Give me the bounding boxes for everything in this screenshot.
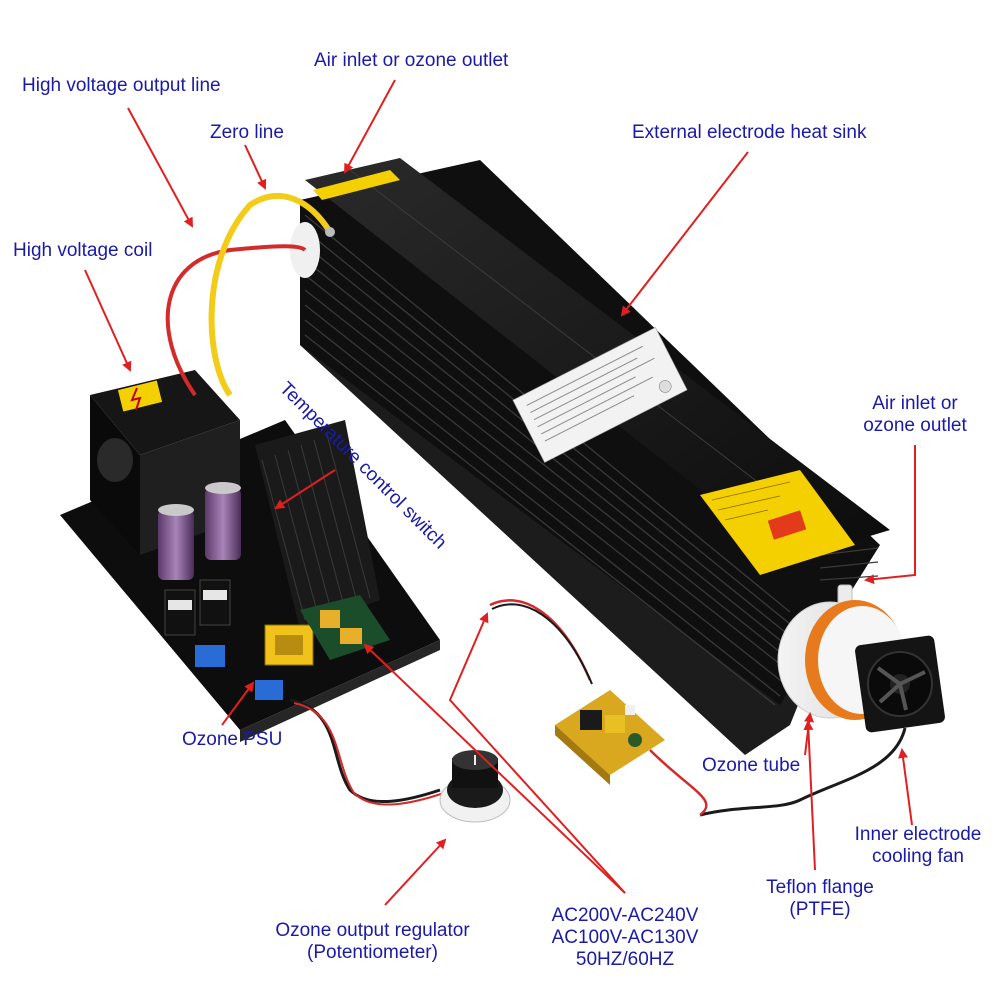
label-air-inlet-right: Air inlet or ozone outlet [850, 393, 980, 437]
label-external-electrode-heat-sink: External electrode heat sink [632, 122, 867, 143]
ac-driver-board [555, 690, 665, 785]
label-high-voltage-output-line: High voltage output line [22, 75, 221, 96]
label-ozone-psu: Ozone PSU [182, 729, 283, 750]
label-ozone-tube: Ozone tube [702, 755, 801, 776]
capacitors [158, 482, 241, 580]
label-air-inlet-right-line2: ozone outlet [863, 415, 967, 436]
label-teflon-line1: Teflon flange [766, 877, 874, 898]
ozone-psu-board [60, 370, 440, 742]
label-high-voltage-coil: High voltage coil [13, 240, 153, 261]
label-ac-line1: AC200V-AC240V [551, 905, 699, 926]
label-ozone-output-regulator: Ozone output regulator (Potentiometer) [255, 920, 490, 964]
high-voltage-output-wire [165, 244, 307, 397]
high-voltage-warning-icon [117, 380, 163, 412]
label-teflon-flange: Teflon flange (PTFE) [750, 877, 890, 921]
label-air-inlet-right-line1: Air inlet or [872, 393, 958, 414]
label-teflon-line2: (PTFE) [789, 899, 851, 920]
label-inner-fan-line1: Inner electrode [854, 824, 982, 845]
zero-line-terminal [325, 227, 335, 237]
label-ac-line3: 50HZ/60HZ [575, 949, 675, 970]
label-ac-line2: AC100V-AC130V [551, 927, 699, 948]
label-zero-line: Zero line [210, 122, 284, 143]
potentiometer-cable [289, 698, 441, 803]
label-regulator-line1: Ozone output regulator [275, 920, 470, 941]
label-inner-fan-line2: cooling fan [872, 846, 964, 867]
label-ac-input: AC200V-AC240V AC100V-AC130V 50HZ/60HZ [530, 905, 720, 971]
warning-label-front [700, 470, 855, 575]
fan-icon [855, 635, 945, 733]
ozone-tube-end [290, 222, 945, 817]
external-electrode-heat-sink [300, 158, 890, 755]
label-regulator-line2: (Potentiometer) [307, 942, 438, 963]
zero-line-wire [208, 193, 333, 397]
label-inner-electrode-cooling-fan: Inner electrode cooling fan [843, 824, 993, 868]
annotation-arrows [84, 79, 916, 906]
label-air-inlet-top: Air inlet or ozone outlet [314, 50, 509, 71]
warning-label-top [313, 170, 400, 200]
fan-cable [699, 727, 907, 817]
knob-icon [439, 750, 511, 823]
